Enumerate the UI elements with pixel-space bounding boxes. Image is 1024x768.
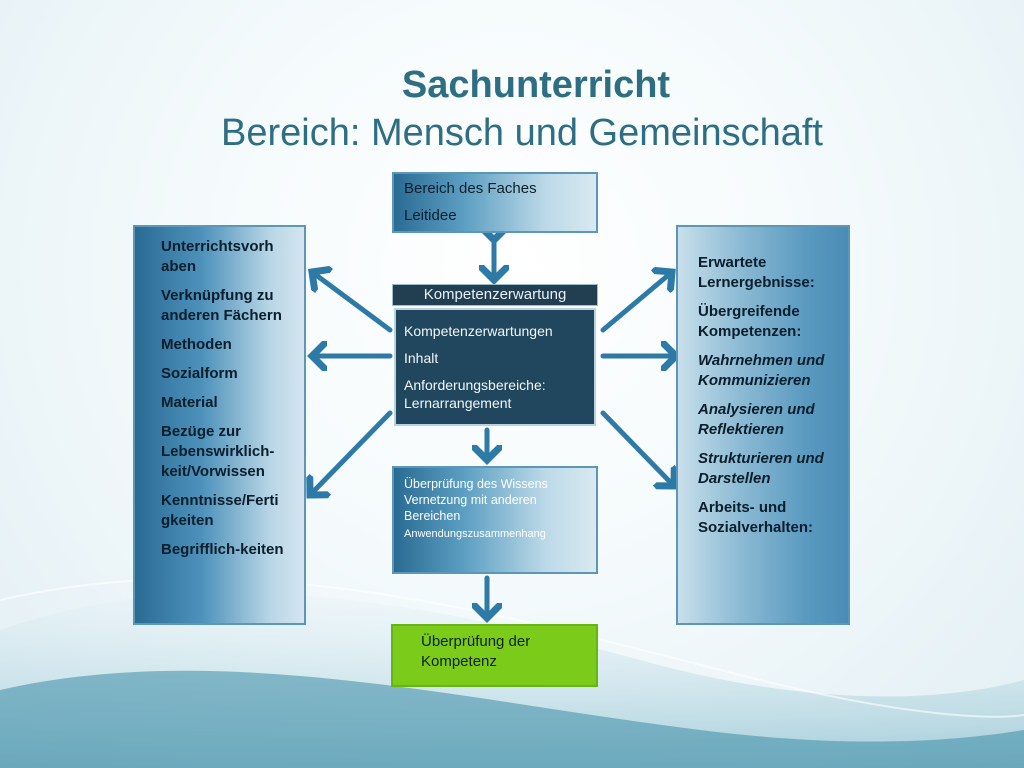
box-erwartete-lernergebnisse: Erwartete Lernergebnisse: Übergreifende … (676, 225, 850, 625)
left-item: Sozialform (161, 365, 238, 382)
right-item: Analysieren und Reflektieren (698, 401, 815, 438)
left-item: Verknüpfung zu anderen Fächern (161, 287, 282, 324)
left-item: Methoden (161, 336, 232, 353)
box-bereich-des-faches: Bereich des Faches Leitidee (392, 172, 598, 233)
box-ueberpruefung-kompetenz: Überprüfung der Kompetenz (391, 624, 598, 687)
check-item: Anwendungszusammenhang (404, 528, 546, 540)
left-item: Begrifflich-keiten (161, 541, 284, 558)
slide-title: Sachunterricht (401, 64, 671, 106)
top-item: Bereich des Faches (404, 180, 537, 197)
center-item: Kompetenzerwartungen (404, 323, 553, 339)
left-item: Bezüge zur Lebenswirklich-keit/Vorwissen (161, 423, 275, 480)
box-unterrichtsvorhaben: Unterrichtsvorh aben Verknüpfung zu ande… (133, 225, 306, 625)
box-ueberpruefung-wissen: Überprüfung des Wissens Vernetzung mit a… (392, 466, 598, 574)
left-item: Unterrichtsvorh aben (161, 238, 274, 275)
box-kompetenzerwartungen: Kompetenzerwartungen Inhalt Anforderungs… (394, 308, 596, 426)
slide-subtitle: Bereich: Mensch und Gemeinschaft (221, 112, 823, 154)
center-item: Anforderungsbereiche: Lernarrangement (404, 377, 546, 411)
right-item: Erwartete Lernergebnisse: (698, 254, 815, 291)
top-item: Leitidee (404, 207, 457, 224)
check-item: Vernetzung mit anderen Bereichen (404, 493, 537, 523)
check-item: Überprüfung des Wissens (404, 477, 548, 491)
center-item: Inhalt (404, 350, 439, 366)
left-item: Material (161, 394, 218, 411)
kompetenzerwartung-heading: Kompetenzerwartung (392, 284, 598, 306)
right-item: Wahrnehmen und Kommunizieren (698, 352, 825, 389)
left-item: Kenntnisse/Ferti gkeiten (161, 492, 279, 529)
right-item: Arbeits- und Sozialverhalten: (698, 499, 814, 536)
right-item: Strukturieren und Darstellen (698, 450, 824, 487)
right-item: Übergreifende Kompetenzen: (698, 303, 802, 340)
